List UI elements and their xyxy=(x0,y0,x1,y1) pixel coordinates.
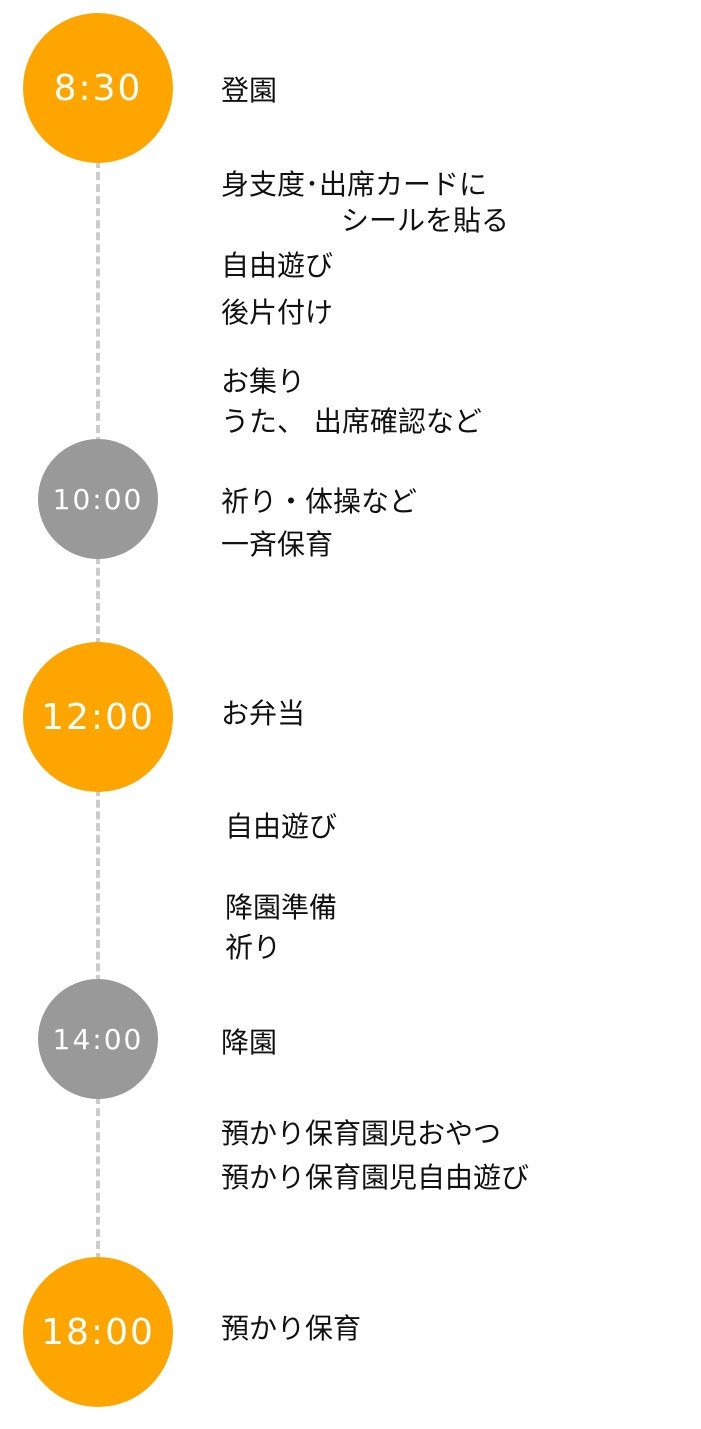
activity-text: お弁当 xyxy=(221,697,306,730)
activity-text: お集り xyxy=(221,365,306,398)
activity-text: 自由遊び xyxy=(225,810,338,843)
activity-text: 預かり保育園児自由遊び xyxy=(221,1161,530,1194)
activity-text: 降園 xyxy=(221,1026,278,1059)
timeline-connector xyxy=(96,556,100,646)
time-label: 10:00 xyxy=(52,482,144,516)
activity-text: 自由遊び xyxy=(221,249,334,282)
time-label: 14:00 xyxy=(52,1022,144,1056)
time-marker: 18:00 xyxy=(23,1257,173,1407)
time-label: 8:30 xyxy=(53,67,143,109)
activity-text: 降園準備 xyxy=(225,891,338,924)
activity-text: シールを貼る xyxy=(341,204,510,237)
activity-text: 後片付け xyxy=(221,296,334,329)
time-marker: 12:00 xyxy=(23,642,173,792)
time-marker: 10:00 xyxy=(38,439,158,559)
activity-text: うた、 出席確認など xyxy=(221,405,482,438)
activity-text: 預かり保育 xyxy=(221,1312,362,1345)
activity-text: 預かり保育園児おやつ xyxy=(221,1117,502,1150)
activity-text: 登園 xyxy=(221,74,278,107)
activity-text: 一斉保育 xyxy=(221,528,334,561)
timeline-connector xyxy=(96,1096,100,1261)
time-marker: 8:30 xyxy=(23,13,173,163)
time-label: 18:00 xyxy=(41,1311,155,1353)
timeline-connector xyxy=(96,160,100,445)
timeline-connector xyxy=(96,788,100,983)
activity-text: 祈り xyxy=(225,931,282,964)
time-label: 12:00 xyxy=(41,696,155,738)
time-marker: 14:00 xyxy=(38,979,158,1099)
activity-text: 身支度･出席カードに xyxy=(221,168,488,201)
activity-text: 祈り・体操など xyxy=(221,485,418,518)
